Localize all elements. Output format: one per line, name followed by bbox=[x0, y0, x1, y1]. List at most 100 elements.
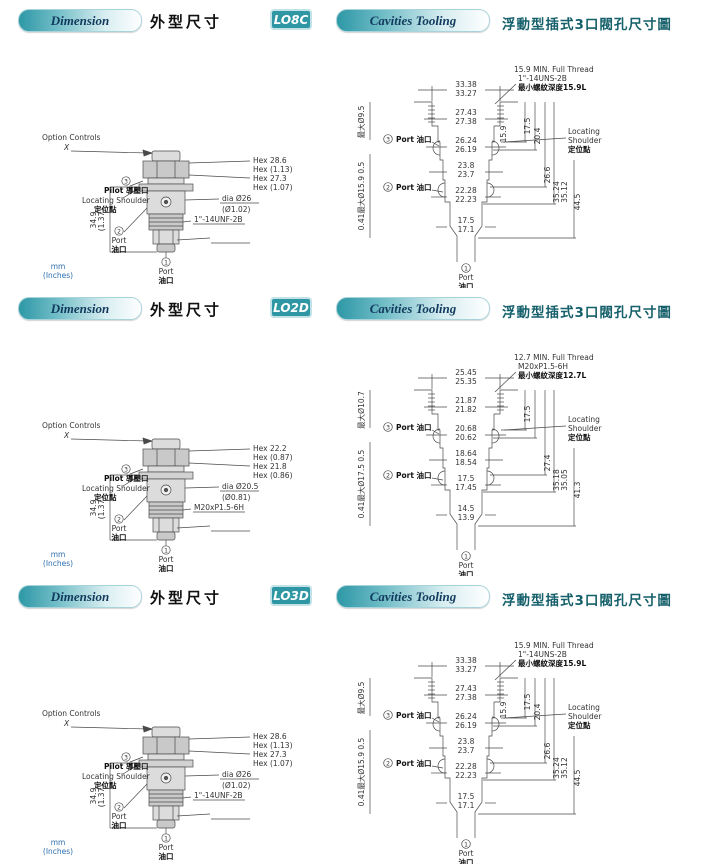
pilot-port-number: 3 bbox=[124, 467, 128, 474]
dimension-pill: Dimension bbox=[18, 585, 142, 608]
port2-marker bbox=[383, 470, 393, 480]
cavities-pill-label: Cavities Tooling bbox=[369, 588, 457, 604]
dim-lines bbox=[369, 659, 576, 815]
thread-depth-dim: 15.9 bbox=[499, 701, 508, 718]
locating-shoulder-label: Locating bbox=[568, 703, 600, 712]
bore-dim-pair-2-hi: 21.87 bbox=[455, 396, 477, 405]
depth-dim-5: 44.5 bbox=[573, 193, 582, 210]
port2-marker bbox=[114, 514, 124, 524]
port2-label: Port 油口 bbox=[396, 758, 432, 768]
bore-dim-pair-3-lo: 26.19 bbox=[455, 145, 477, 154]
dimension-pill-label: Dimension bbox=[50, 12, 110, 28]
bore-dim-pair-4-lo: 23.7 bbox=[458, 746, 475, 755]
port1-marker bbox=[161, 833, 171, 843]
section-header: Dimension 外型尺寸 LO8C Cavities Tooling 浮動型… bbox=[0, 8, 703, 33]
port3-label: Port 油口 bbox=[396, 710, 432, 720]
port2-number: 2 bbox=[386, 185, 390, 192]
port3-label: Port 油口 bbox=[396, 134, 432, 144]
units-label-in: (Inches) bbox=[43, 559, 73, 568]
port1-label: Port bbox=[459, 273, 474, 282]
port1-label: Port bbox=[459, 849, 474, 858]
dimension-cjk-title: 外型尺寸 bbox=[150, 301, 223, 319]
section-header: Dimension 外型尺寸 LO2D Cavities Tooling 浮動型… bbox=[0, 296, 703, 321]
drawings-row: Option Controls X Hex 22.2 Hex (0.87) He… bbox=[0, 322, 703, 576]
dia-dim-1-in: (Ø1.02) bbox=[222, 781, 251, 790]
bore-dim-pair-4-hi: 18.64 bbox=[455, 449, 477, 458]
option-controls-label: Option Controls bbox=[42, 709, 101, 718]
port1-cjk: 油口 bbox=[459, 281, 474, 288]
thread-note-3: 最小螺紋深度15.9L bbox=[518, 82, 587, 92]
depth-dim-4-hi: 35.18 bbox=[552, 469, 561, 491]
pilot-port-label: Pilot 導壓口 bbox=[104, 761, 149, 771]
surface-note-top: 最大Ø9.5 bbox=[356, 681, 366, 714]
port2-label: Port 油口 bbox=[396, 470, 432, 480]
height-dim: 34.9 bbox=[89, 499, 98, 516]
hex-dim-2-in: Hex (1.07) bbox=[253, 183, 293, 192]
cavities-cjk-title: 浮動型插式3口閥孔尺寸圖 bbox=[502, 305, 672, 321]
locating-shoulder-label: Locating bbox=[568, 415, 600, 424]
port2-marker bbox=[383, 758, 393, 768]
pilot-port-number: 3 bbox=[124, 179, 128, 186]
bore-dim-pair-1-lo: 33.27 bbox=[455, 665, 477, 674]
bore-dim-pair-5-hi: 22.28 bbox=[455, 762, 477, 771]
bore-dim-pair-6-hi: 17.5 bbox=[458, 792, 475, 801]
port2-label: Port 油口 bbox=[396, 182, 432, 192]
cavity-drawing: 12.7 MIN. Full Thread M20xP1.5-6H 最小螺紋深度… bbox=[356, 353, 602, 576]
bore-dim-pair-3-lo: 26.19 bbox=[455, 721, 477, 730]
locating-shoulder-cjk: 定位點 bbox=[94, 492, 117, 502]
surface-note-bottom: 0.41最大Ø17.5 0.5 bbox=[356, 449, 366, 518]
locating-shoulder-label-2: Shoulder bbox=[568, 712, 602, 721]
locating-shoulder-label: Locating Shoulder bbox=[82, 772, 151, 781]
port2-cjk: 油口 bbox=[112, 532, 127, 542]
bore-dim-pair-3-hi: 20.68 bbox=[455, 424, 477, 433]
thread-depth-dim: 15.9 bbox=[499, 125, 508, 142]
locating-shoulder-cjk: 定位點 bbox=[568, 432, 591, 442]
bore-dim-pair-1-lo: 33.27 bbox=[455, 89, 477, 98]
bore-dim-pair-6-lo: 13.9 bbox=[458, 513, 475, 522]
locating-shoulder-label-2: Shoulder bbox=[568, 424, 602, 433]
thread-note-1: 15.9 MIN. Full Thread bbox=[514, 641, 594, 650]
port1-number: 1 bbox=[464, 842, 468, 849]
dimension-cjk-title: 外型尺寸 bbox=[150, 13, 223, 31]
option-controls-label: Option Controls bbox=[42, 421, 101, 430]
option-x-label: X bbox=[63, 719, 70, 728]
model-section: Dimension 外型尺寸 LO2D Cavities Tooling 浮動型… bbox=[0, 288, 703, 576]
port1-marker bbox=[461, 551, 471, 561]
depth-dim-3: 26.6 bbox=[543, 166, 552, 183]
port3-number: 3 bbox=[386, 713, 390, 720]
hex-dim-2-in: Hex (1.07) bbox=[253, 759, 293, 768]
port3-number: 3 bbox=[386, 425, 390, 432]
port3-label: Port 油口 bbox=[396, 422, 432, 432]
dimension-pill-label: Dimension bbox=[50, 588, 110, 604]
option-controls-label: Option Controls bbox=[42, 133, 101, 142]
depth-dim-4-lo: 35.12 bbox=[560, 181, 569, 203]
cavity-profile bbox=[414, 101, 518, 262]
pilot-port-marker bbox=[121, 464, 131, 474]
port2-number: 2 bbox=[117, 229, 121, 236]
height-dim-in: (1.37) bbox=[97, 209, 106, 232]
model-badge: LO8C bbox=[270, 9, 312, 30]
port2-label: Port bbox=[112, 524, 127, 533]
port2-number: 2 bbox=[117, 805, 121, 812]
port1-number: 1 bbox=[164, 260, 168, 267]
cavities-pill: Cavities Tooling bbox=[336, 9, 490, 32]
port3-number: 3 bbox=[386, 137, 390, 144]
depth-dim-4-hi: 35.24 bbox=[552, 181, 561, 203]
locating-shoulder-cjk: 定位點 bbox=[568, 720, 591, 730]
depth-dim-3: 27.4 bbox=[543, 454, 552, 471]
cavities-cjk-title: 浮動型插式3口閥孔尺寸圖 bbox=[502, 593, 672, 609]
dia-dim-1: dia Ø20.5 bbox=[222, 482, 259, 491]
bore-dim-pair-2-hi: 27.43 bbox=[455, 684, 477, 693]
cavity-drawing: 15.9 MIN. Full Thread 1"-14UNS-2B 最小螺紋深度… bbox=[356, 641, 602, 864]
port2-number: 2 bbox=[386, 473, 390, 480]
thread-note-3: 最小螺紋深度15.9L bbox=[518, 658, 587, 668]
surface-note-bottom: 0.41最大Ø15.9 0.5 bbox=[356, 737, 366, 806]
pilot-port-marker bbox=[121, 176, 131, 186]
thread-note-2: 1"-14UNS-2B bbox=[518, 650, 567, 659]
leader-lines bbox=[70, 149, 259, 258]
bore-dim-pair-1-hi: 25.45 bbox=[455, 368, 477, 377]
section-header: Dimension 外型尺寸 LO3D Cavities Tooling 浮動型… bbox=[0, 584, 703, 609]
height-dim-in: (1.37) bbox=[97, 785, 106, 808]
leader-lines bbox=[70, 437, 259, 546]
